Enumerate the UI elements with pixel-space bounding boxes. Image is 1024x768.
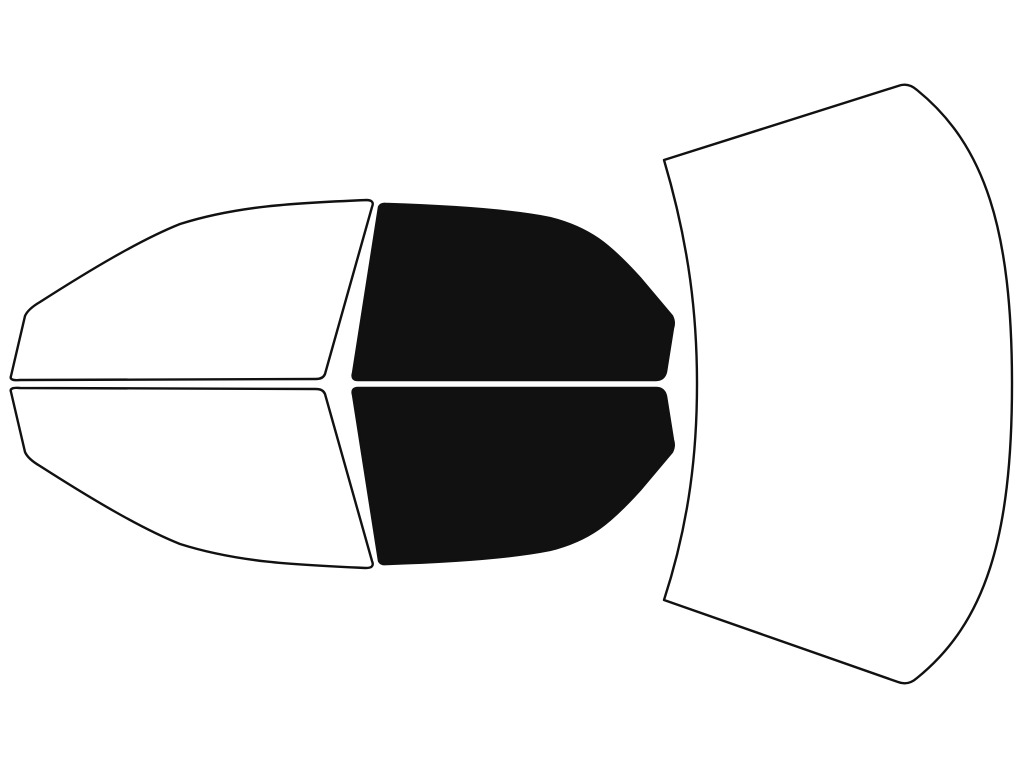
- rear-quarter-window-bottom: [9, 386, 374, 570]
- rear-quarter-window-top: [9, 198, 374, 382]
- front-door-window-bottom: [351, 386, 675, 566]
- windshield: [662, 83, 1014, 685]
- front-door-window-top: [351, 202, 675, 382]
